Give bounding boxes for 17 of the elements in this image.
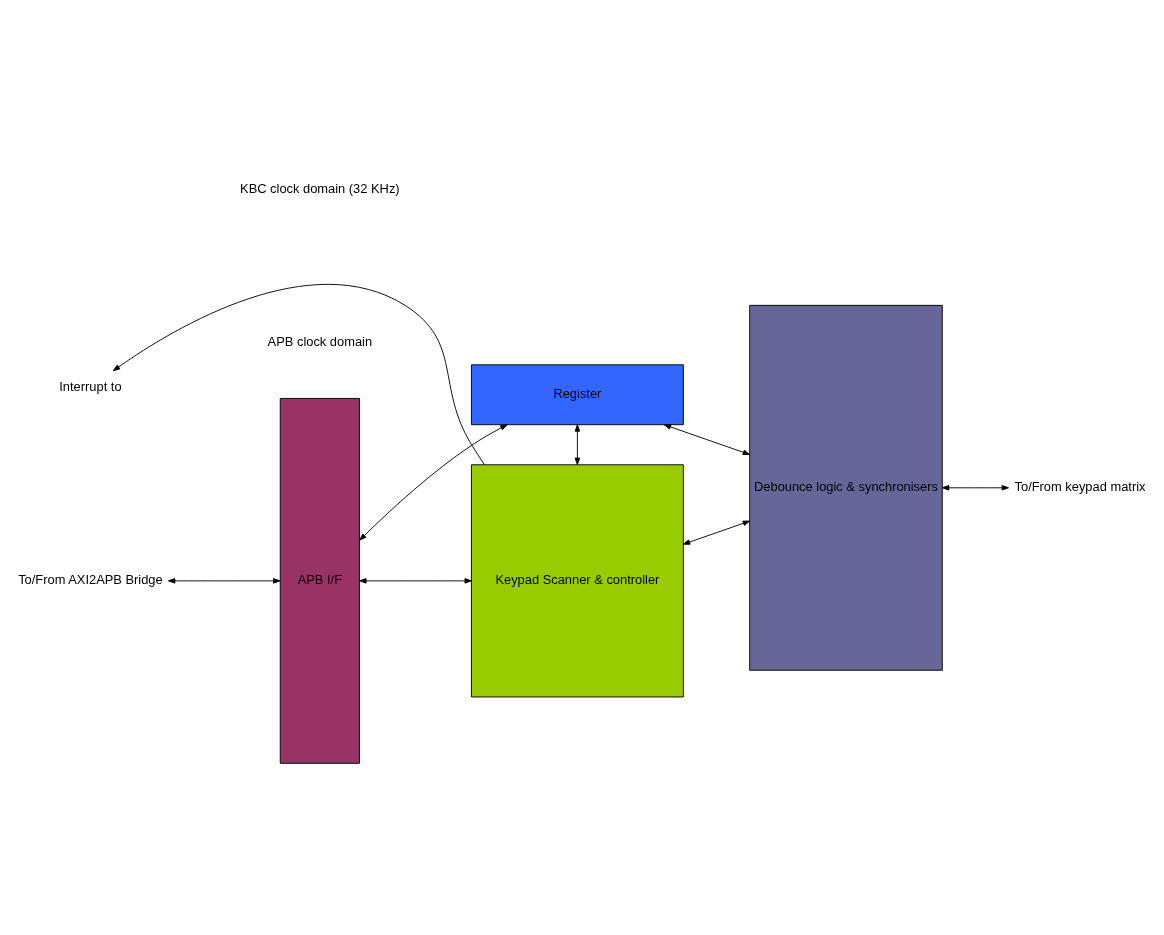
node-box: Debounce logic & synchronisers — [749, 304, 943, 671]
arrow — [359, 423, 508, 541]
node-text: To/From AXI2APB Bridge — [18, 571, 163, 587]
arrow — [941, 484, 1009, 491]
arrow — [574, 423, 581, 465]
arrow — [167, 577, 281, 584]
node-box: Keypad Scanner & controller — [470, 463, 684, 697]
arrow — [682, 520, 751, 545]
node-text: To/From keypad matrix — [1014, 478, 1146, 494]
label: APB clock domain — [267, 333, 373, 349]
arrow — [663, 423, 751, 455]
node-box: Register — [470, 363, 684, 425]
arrow — [359, 577, 472, 584]
label: KBC clock domain (32 KHz) — [240, 180, 400, 196]
node-box: APB I/F — [279, 397, 360, 764]
arrow — [112, 283, 485, 465]
node-text: Interrupt to — [59, 378, 122, 394]
